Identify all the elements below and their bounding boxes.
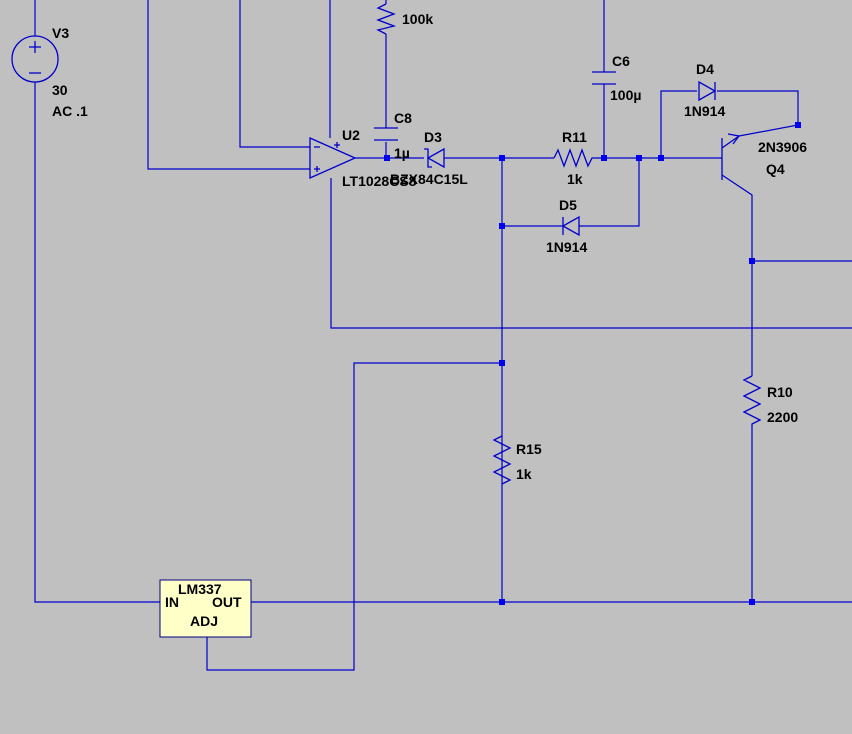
- v3-ac-label: AC .1: [52, 103, 88, 119]
- capacitor-c8[interactable]: [374, 127, 398, 141]
- d5-value-label: 1N914: [546, 239, 587, 255]
- wire: [738, 124, 799, 137]
- r15-ref-label: R15: [516, 441, 542, 457]
- d4-ref-label: D4: [696, 61, 714, 77]
- r10-value-label: 2200: [767, 409, 798, 425]
- junction-node: [749, 258, 755, 264]
- junction-node: [499, 223, 505, 229]
- junction-node: [499, 360, 505, 366]
- transistor-q4[interactable]: [721, 133, 741, 180]
- d5-ref-label: D5: [559, 197, 577, 213]
- junction-node: [636, 155, 642, 161]
- u2-ref-label: U2: [342, 127, 360, 143]
- v3-ref-label: V3: [52, 25, 69, 41]
- junction-node: [749, 599, 755, 605]
- junction-node: [658, 155, 664, 161]
- junction-node: [384, 155, 390, 161]
- wire: [34, 82, 160, 603]
- wires: [34, 0, 852, 671]
- zener-diode-d3[interactable]: [424, 147, 445, 169]
- resistor-r11[interactable]: [553, 148, 596, 168]
- capacitor-c6[interactable]: [592, 71, 616, 85]
- c6-value-label: 100µ: [610, 87, 641, 103]
- junction-node: [499, 155, 505, 161]
- lm337-adj-pin-label: ADJ: [190, 613, 218, 629]
- junctions: [384, 122, 801, 605]
- q4-ref-label: Q4: [766, 161, 785, 177]
- d4-value-label: 1N914: [684, 103, 725, 119]
- diode-d5[interactable]: [561, 215, 580, 237]
- wire: [660, 90, 697, 158]
- r15-value-label: 1k: [516, 466, 532, 482]
- c8-ref-label: C8: [394, 110, 412, 126]
- resistor-100k[interactable]: [376, 3, 397, 35]
- resistor-r10[interactable]: [742, 375, 762, 428]
- d3-value-label: BZX84C15L: [390, 171, 468, 187]
- q4-value-label: 2N3906: [758, 139, 807, 155]
- c8-value-label: 1µ: [394, 145, 410, 161]
- wire: [330, 178, 852, 329]
- r11-ref-label: R11: [562, 129, 587, 145]
- voltage-source-v3[interactable]: [11, 35, 59, 83]
- u2-value-label: LT1028CS8: [342, 173, 417, 189]
- lm337-out-pin-label: OUT: [212, 594, 242, 610]
- wire: [147, 0, 310, 170]
- r10-ref-label: R10: [767, 384, 793, 400]
- resistor-r15[interactable]: [492, 435, 512, 485]
- r11-value-label: 1k: [567, 171, 583, 187]
- c6-ref-label: C6: [612, 53, 630, 69]
- wire: [206, 362, 502, 671]
- wire: [579, 158, 640, 227]
- wire: [721, 174, 753, 376]
- junction-node: [795, 122, 801, 128]
- diode-d4[interactable]: [698, 80, 717, 102]
- lm337-in-pin-label: IN: [165, 594, 179, 610]
- v3-value-label: 30: [52, 82, 68, 98]
- regulator-lm337[interactable]: LM337 IN OUT ADJ: [159, 579, 252, 638]
- wire: [717, 90, 799, 125]
- junction-node: [499, 599, 505, 605]
- resistor-top-value-label: 100k: [402, 11, 433, 27]
- junction-node: [601, 155, 607, 161]
- d3-ref-label: D3: [424, 129, 442, 145]
- opamp-u2[interactable]: [309, 136, 357, 180]
- wire: [239, 0, 310, 148]
- lm337-name-label: LM337: [178, 581, 222, 597]
